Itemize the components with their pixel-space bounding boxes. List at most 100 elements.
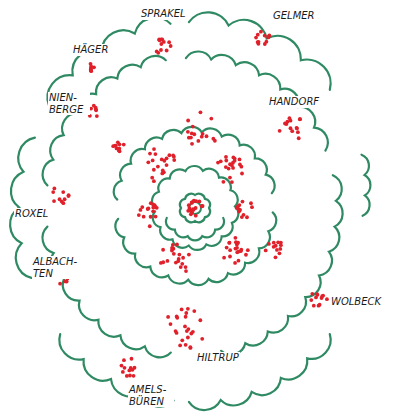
settlement-dot xyxy=(184,315,188,319)
settlement-dot xyxy=(155,49,159,53)
settlement-dot xyxy=(274,244,278,248)
settlement-dot xyxy=(288,116,292,120)
green-belt xyxy=(152,166,238,250)
settlement-dot xyxy=(289,126,293,130)
settlement-dot xyxy=(295,126,299,130)
settlement-dots xyxy=(51,30,329,378)
settlement-dot xyxy=(267,242,271,246)
green-belt xyxy=(59,334,173,406)
place-label: WOLBECK xyxy=(330,296,382,308)
settlement-dot xyxy=(167,153,171,157)
settlement-dot xyxy=(264,40,268,44)
settlement-dot xyxy=(188,345,192,349)
place-label: SPRAKEL xyxy=(140,8,187,20)
settlement-dot xyxy=(205,134,209,138)
settlement-dot xyxy=(172,252,176,256)
settlement-dot xyxy=(166,315,170,319)
settlement-dot xyxy=(157,38,161,42)
green-rings xyxy=(10,12,370,410)
settlement-dot xyxy=(169,322,173,326)
settlement-dot xyxy=(228,248,232,252)
green-belt xyxy=(166,218,224,240)
settlement-dot xyxy=(256,40,260,44)
settlement-dot xyxy=(140,205,144,209)
settlement-dot xyxy=(185,329,189,333)
settlement-dot xyxy=(266,36,270,40)
settlement-dot xyxy=(89,68,93,72)
settlement-dot xyxy=(200,337,204,341)
settlement-dot xyxy=(200,204,204,208)
settlement-dot xyxy=(238,158,242,162)
settlement-dot xyxy=(285,120,289,124)
settlement-dot xyxy=(159,42,163,46)
settlement-dot xyxy=(192,208,196,212)
settlement-dot xyxy=(228,255,232,259)
place-label: HÄGER xyxy=(72,44,109,56)
settlement-dot xyxy=(234,236,238,240)
settlement-dot xyxy=(219,159,223,163)
settlement-dot xyxy=(234,247,238,251)
settlement-dot xyxy=(67,193,71,197)
place-label: ROXEL xyxy=(14,208,49,220)
settlement-dot xyxy=(191,199,195,203)
settlement-dot xyxy=(122,143,126,147)
settlement-dot xyxy=(52,187,56,191)
settlement-dot xyxy=(192,309,196,313)
place-label: ALBACH- TEN xyxy=(32,256,82,279)
settlement-dot xyxy=(278,251,282,255)
settlement-dot xyxy=(154,152,158,156)
settlement-dot xyxy=(186,307,190,311)
settlement-dot xyxy=(246,248,250,252)
settlement-dot xyxy=(221,180,225,184)
place-label: HANDORF xyxy=(268,96,320,108)
place-label: HILTRUP xyxy=(196,352,240,364)
place-label: NIEN- BERGE xyxy=(48,92,90,115)
settlement-dot xyxy=(175,243,179,247)
settlement-dot xyxy=(238,163,242,167)
settlement-dot xyxy=(278,247,282,251)
settlement-dot xyxy=(189,212,193,216)
settlement-dot xyxy=(180,338,184,342)
settlement-dot xyxy=(148,224,152,228)
settlement-dot xyxy=(116,140,120,144)
settlement-dot xyxy=(310,292,314,296)
settlement-dot xyxy=(201,132,205,136)
settlement-dot xyxy=(263,34,267,38)
settlement-dot xyxy=(51,190,55,194)
settlement-dot xyxy=(275,248,279,252)
settlement-dot xyxy=(230,180,234,184)
settlement-dot xyxy=(186,130,190,134)
settlement-dot xyxy=(113,144,117,148)
settlement-dot xyxy=(156,165,160,169)
green-belt xyxy=(114,127,275,200)
settlement-dot xyxy=(146,160,150,164)
settlement-dot xyxy=(318,303,322,307)
settlement-dot xyxy=(132,374,136,378)
green-belt xyxy=(186,51,328,150)
settlement-dot xyxy=(314,295,318,299)
settlement-dot xyxy=(117,149,121,153)
settlement-dot xyxy=(89,69,93,73)
settlement-dot xyxy=(312,304,316,308)
settlement-dot xyxy=(58,282,62,286)
settlement-dot xyxy=(176,259,180,263)
settlement-dot xyxy=(137,213,141,217)
settlement-dot xyxy=(228,176,232,180)
settlement-dot xyxy=(298,117,302,121)
settlement-dot xyxy=(244,253,248,257)
settlement-dot xyxy=(245,215,249,219)
settlement-dot xyxy=(259,30,263,34)
settlement-dot xyxy=(149,215,153,219)
settlement-dot xyxy=(125,374,129,378)
settlement-dot xyxy=(250,205,254,209)
settlement-dot xyxy=(121,370,125,374)
settlement-dot xyxy=(239,249,243,253)
settlement-dot xyxy=(238,208,242,212)
settlement-dot xyxy=(237,259,241,263)
settlement-dot xyxy=(175,331,179,335)
settlement-dot xyxy=(184,269,188,273)
settlement-dot xyxy=(235,250,239,254)
settlement-dot xyxy=(180,262,184,266)
settlement-dot xyxy=(209,117,213,121)
place-label: AMELS- BÜREN xyxy=(128,384,174,407)
